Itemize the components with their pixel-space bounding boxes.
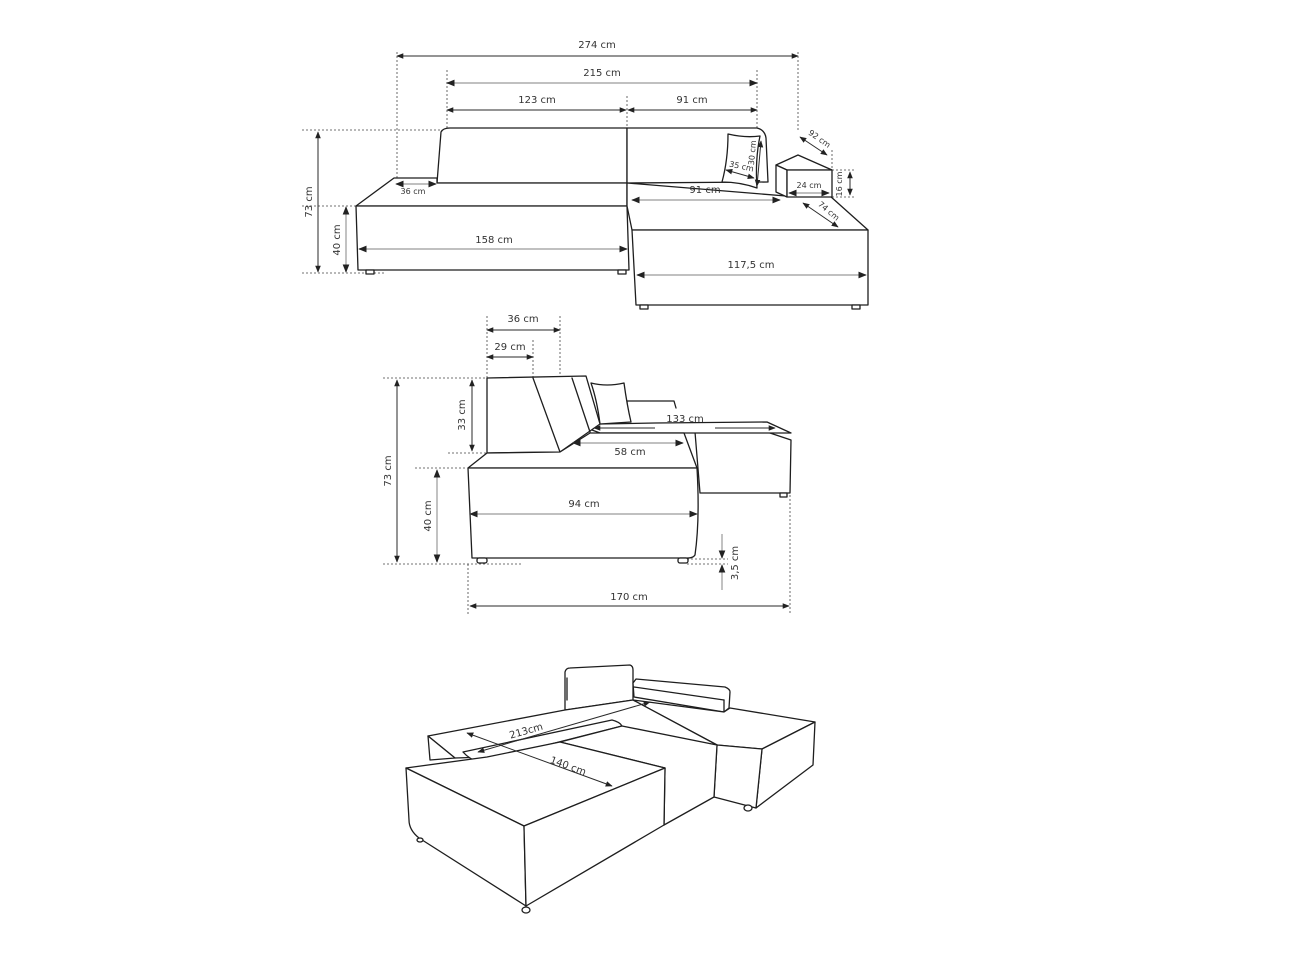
dim-total-height: 73 cm — [383, 455, 394, 486]
front-box-right-face — [523, 767, 666, 907]
chaise-side — [694, 431, 792, 494]
leg — [639, 304, 649, 310]
dim-back-height: 33 cm — [457, 399, 468, 430]
dim-back-depth-top: 36 cm — [507, 314, 538, 325]
left-seat-front — [355, 205, 630, 271]
leg — [617, 269, 627, 275]
headboard — [564, 664, 634, 711]
leg — [416, 837, 424, 843]
dim-total-width: 274 cm — [578, 40, 616, 51]
dim-seat-height: 40 cm — [423, 500, 434, 531]
pillow — [590, 382, 632, 425]
leg — [779, 492, 788, 498]
front-box-left-face — [405, 767, 527, 907]
back-cushion-left — [436, 127, 628, 184]
dim-armrest-depth: 36 cm — [401, 187, 426, 196]
dim-cushion-width: 24 cm — [797, 181, 822, 190]
front-view: 274 cm 215 cm 123 cm 91 cm 73 cm 40 cm 3… — [302, 40, 869, 310]
dim-leg-height: 3,5 cm — [730, 546, 741, 580]
side-view: 36 cm 29 cm 33 cm 73 cm 40 cm 133 cm 58 … — [383, 314, 792, 615]
dim-back-depth-inner: 29 cm — [494, 342, 525, 353]
leg — [743, 804, 753, 812]
dim-seat-width: 158 cm — [475, 235, 513, 246]
dim-pillow-height: 30 cm — [747, 140, 758, 166]
bed-back-side — [427, 735, 456, 761]
dim-back-right: 91 cm — [676, 95, 707, 106]
leg — [365, 269, 375, 275]
bed-view: 213cm 140 cm — [405, 664, 816, 914]
dim-seat-depth: 58 cm — [614, 447, 645, 458]
chaise-front-face — [713, 744, 763, 809]
leg — [476, 557, 488, 564]
dim-chaise-back: 91 cm — [689, 185, 720, 196]
dim-back-left: 123 cm — [518, 95, 556, 106]
cushion-top — [775, 154, 833, 171]
leg — [521, 906, 531, 914]
dim-total-depth: 170 cm — [610, 592, 648, 603]
dim-cushion-depth: 92 cm — [807, 128, 833, 150]
dim-seat-unit-depth: 94 cm — [568, 499, 599, 510]
seat-front — [467, 467, 699, 559]
cushion-side — [775, 164, 788, 198]
dim-chaise-width: 117,5 cm — [727, 260, 774, 271]
leg — [677, 557, 689, 564]
dim-seat-height: 40 cm — [332, 224, 343, 255]
leg — [851, 304, 861, 310]
back-cushion — [486, 375, 601, 454]
chaise-front — [631, 229, 869, 306]
dim-cushion-height: 16 cm — [835, 171, 844, 196]
dim-back-width: 215 cm — [583, 68, 621, 79]
dim-total-height: 73 cm — [304, 186, 315, 217]
dim-chaise-length: 133 cm — [666, 414, 704, 425]
